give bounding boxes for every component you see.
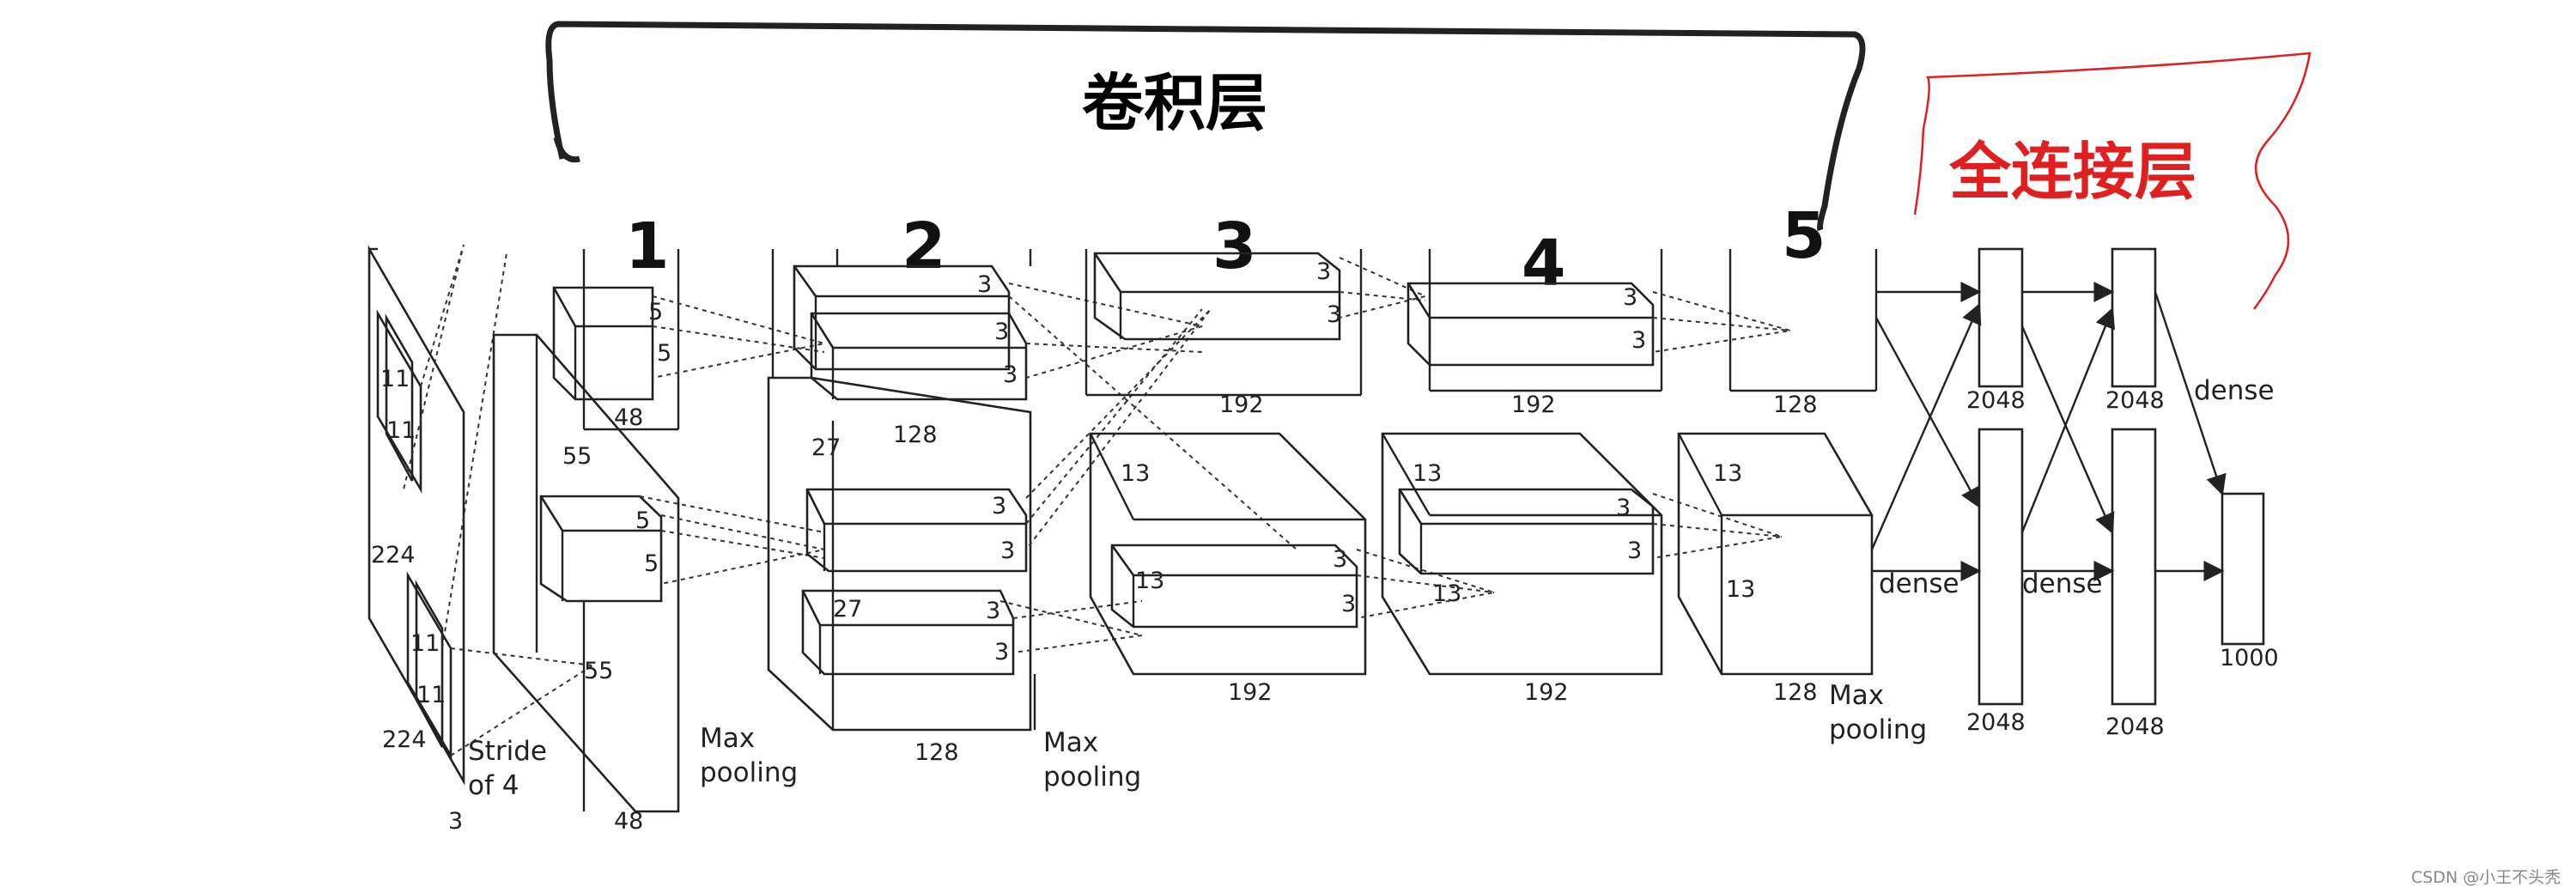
fc1-size-label: 2048 (1966, 709, 2026, 736)
conv5-depth-label: 128 (1773, 392, 1818, 418)
conv3-kernel-label: 3 (1333, 546, 1347, 573)
conv2-pool-label: pooling (1043, 762, 1141, 793)
layer-number-1: 1 (625, 210, 670, 283)
conv1-depth-label: 48 (614, 404, 643, 431)
conv3-kernel-label: 3 (1327, 301, 1341, 328)
conv2-depth-label: 128 (914, 739, 959, 766)
stride-label: Stride (468, 736, 547, 767)
conv1-kernel-label: 5 (648, 299, 663, 325)
input-kernel-label: 11 (380, 366, 410, 392)
conv3-depth-label: 192 (1219, 392, 1264, 418)
input-channels-label: 3 (448, 808, 463, 835)
fc2-top-rect (2111, 247, 2157, 388)
conv2-kernel-label: 3 (1003, 361, 1018, 388)
conv2-kernel-label: 3 (994, 319, 1009, 345)
conv4-volume (1381, 249, 1791, 676)
conv2-volume (767, 249, 1297, 732)
fc2-bottom-rect (2111, 428, 2157, 706)
output-size-label: 1000 (2220, 645, 2279, 671)
conv1-pool-label: pooling (700, 757, 798, 788)
conv1-size-label: 55 (584, 658, 613, 684)
conv5-pool-label: Max (1829, 680, 1884, 711)
input-height-label: 224 (371, 542, 416, 568)
conv2-kernel-label: 3 (1000, 538, 1015, 564)
dense-label: dense (1879, 568, 1959, 599)
fc-brace (1913, 52, 2312, 310)
input-kernel-label: 11 (386, 417, 416, 444)
conv2-kernel-label: 3 (994, 639, 1009, 665)
conv4-kernel-label: 3 (1616, 495, 1631, 521)
fc1-bottom-rect (1978, 428, 2024, 706)
input-width-label: 224 (382, 726, 427, 753)
conv1-kernel-label: 5 (635, 507, 650, 534)
input-kernel-label: 11 (416, 682, 446, 708)
fc-layer-label: 全连接层 (1948, 136, 2196, 208)
dense-label: dense (2194, 375, 2275, 406)
conv5-volume (1677, 249, 1878, 676)
watermark: CSDN @小王不头秃 (2411, 868, 2561, 887)
conv3-size-label: 13 (1135, 568, 1164, 594)
fc-layers (1870, 247, 2265, 706)
layer-number-5: 5 (1782, 199, 1826, 273)
conv3-size-label: 13 (1121, 460, 1150, 487)
conv2-kernel-label: 3 (977, 271, 992, 298)
input-kernel-label: 11 (410, 630, 440, 657)
conv5-depth-label: 128 (1773, 679, 1818, 706)
dense-label: dense (2022, 568, 2103, 599)
conv1-kernel-label: 5 (657, 340, 671, 367)
conv3-kernel-label: 3 (1316, 258, 1331, 285)
conv1-volume (492, 249, 825, 813)
conv-layer-label: 卷积层 (1082, 67, 1267, 139)
conv4-kernel-label: 3 (1627, 538, 1642, 564)
fc1-top-rect (1978, 247, 2024, 388)
input-volume (368, 244, 593, 786)
conv1-kernel-label: 5 (644, 550, 659, 577)
conv4-size-label: 13 (1432, 580, 1461, 607)
conv1-depth-label: 48 (614, 808, 643, 835)
conv2-pool-label: Max (1043, 727, 1098, 758)
stride-label: of 4 (468, 770, 519, 801)
conv3-volume (1084, 249, 1495, 676)
conv2-size-label: 27 (811, 434, 841, 461)
layer-number-3: 3 (1212, 210, 1257, 283)
layer-number-2: 2 (902, 210, 946, 283)
conv4-depth-label: 192 (1511, 392, 1556, 418)
conv2-kernel-label: 3 (986, 598, 1000, 624)
conv5-size-label: 13 (1726, 576, 1755, 603)
conv4-depth-label: 192 (1524, 679, 1569, 706)
conv2-depth-label: 128 (893, 422, 938, 448)
conv4-kernel-label: 3 (1623, 284, 1637, 311)
conv2-kernel-label: 3 (992, 493, 1006, 519)
conv4-kernel-label: 3 (1631, 327, 1646, 354)
fc2-size-label: 2048 (2105, 387, 2165, 414)
layer-number-4: 4 (1522, 227, 1566, 301)
fc1-size-label: 2048 (1966, 387, 2026, 414)
conv4-size-label: 13 (1413, 460, 1442, 487)
conv3-kernel-label: 3 (1341, 591, 1356, 617)
conv3-depth-label: 192 (1228, 679, 1273, 706)
conv5-pool-label: pooling (1829, 714, 1927, 745)
conv5-size-label: 13 (1713, 460, 1742, 487)
conv1-pool-label: Max (700, 723, 755, 754)
fc2-size-label: 2048 (2105, 714, 2165, 740)
conv-brace (545, 21, 1866, 232)
conv-brace-tick (553, 137, 580, 163)
conv1-size-label: 55 (562, 443, 592, 470)
output-rect (2221, 492, 2265, 646)
conv2-size-label: 27 (833, 596, 862, 623)
